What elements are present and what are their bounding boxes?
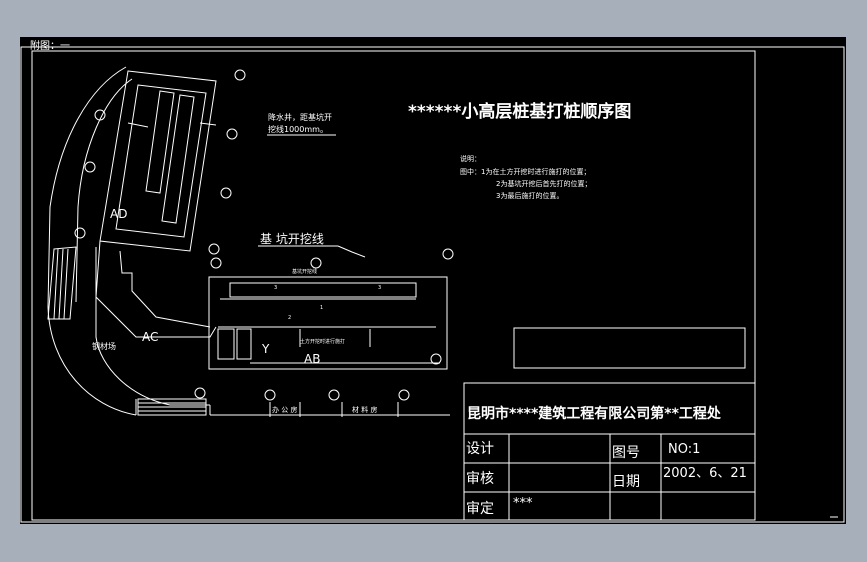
legend-line3: 3为最后施打的位置。 bbox=[496, 191, 563, 200]
drawing-canvas: 附图：一 ******小高层桩基打桩顺序图 降水井，距基坑开 挖线1000mm。… bbox=[20, 39, 845, 523]
date-label: 日期 bbox=[612, 474, 640, 490]
legend-header: 说明： bbox=[460, 154, 481, 163]
review-label: 审核 bbox=[466, 471, 494, 487]
excavation-label-small: 基坑开挖线 bbox=[292, 268, 317, 275]
zone-label-ab: AB bbox=[304, 352, 320, 366]
ad-pile-row-right bbox=[161, 94, 195, 224]
building-ab bbox=[208, 276, 448, 370]
legend-line2: 2为基坑开挖后首先打的位置； bbox=[496, 179, 591, 188]
zone-label-y: Y bbox=[261, 342, 270, 356]
title-block: 昆明市****建筑工程有限公司第**工程处 设计 审核 审定 图号 日期 NO:… bbox=[463, 382, 756, 521]
attachment-label: 附图：一 bbox=[30, 39, 70, 52]
well bbox=[220, 187, 232, 199]
zone-label-ac: AC bbox=[142, 330, 158, 344]
well bbox=[430, 353, 442, 365]
stamp-box bbox=[513, 327, 746, 369]
ab-room-2 bbox=[236, 328, 252, 360]
inner-frame bbox=[31, 50, 756, 521]
cad-viewport[interactable]: 附图：一 ******小高层桩基打桩顺序图 降水井，距基坑开 挖线1000mm。… bbox=[20, 37, 846, 524]
hatch-2 bbox=[58, 248, 64, 320]
ad-pile-row-left bbox=[145, 90, 175, 194]
well bbox=[208, 243, 220, 255]
steel-yard-label: 钢材场 bbox=[92, 341, 116, 351]
drawing-no-value: NO:1 bbox=[668, 442, 700, 457]
seq-marker-3b: 3 bbox=[378, 285, 381, 291]
well bbox=[328, 389, 340, 401]
approve-label: 审定 bbox=[466, 501, 494, 517]
well bbox=[234, 69, 246, 81]
seq-marker-1: 1 bbox=[320, 305, 323, 311]
building-ac-outline bbox=[95, 240, 217, 338]
ab-room-1 bbox=[217, 328, 235, 360]
design-label: 设计 bbox=[466, 441, 494, 457]
excavation-label: 基 坑开挖线 bbox=[260, 231, 324, 246]
well bbox=[74, 227, 86, 239]
seq-marker-3a: 3 bbox=[274, 285, 277, 291]
building-ac-inner bbox=[119, 250, 211, 328]
material-room-label: 材 料 房 bbox=[352, 405, 377, 414]
seq-marker-2: 2 bbox=[288, 315, 291, 321]
well bbox=[94, 109, 106, 121]
well bbox=[442, 248, 454, 260]
hatch-3 bbox=[63, 248, 69, 320]
approver-value: *** bbox=[513, 496, 533, 511]
dewatering-wells bbox=[74, 69, 454, 401]
well bbox=[226, 128, 238, 140]
office-label: 办 公 房 bbox=[272, 405, 297, 414]
ab-pile-row-top bbox=[229, 282, 417, 298]
ab-note: 土方开挖时进行施打 bbox=[300, 338, 345, 345]
building-ad-inner bbox=[115, 84, 207, 238]
well bbox=[264, 389, 276, 401]
drawing-no-label: 图号 bbox=[612, 445, 640, 461]
hatch-1 bbox=[53, 248, 59, 320]
dewater-note-line1: 降水井，距基坑开 bbox=[268, 112, 332, 122]
dewater-note-line2: 挖线1000mm。 bbox=[268, 124, 328, 134]
site-boundary-inner bbox=[75, 78, 133, 303]
road-inner-curve bbox=[95, 247, 210, 406]
legend-line1: 图中：1为在土方开挖时进行施打的位置； bbox=[460, 167, 590, 176]
well bbox=[210, 257, 222, 269]
drawing-title: ******小高层桩基打桩顺序图 bbox=[408, 101, 631, 122]
well bbox=[194, 387, 206, 399]
building-ad bbox=[99, 70, 217, 252]
zone-label-ad: AD bbox=[110, 207, 127, 221]
well bbox=[310, 257, 322, 269]
site-boundary-outer bbox=[47, 66, 137, 416]
steel-yard-hatch-block bbox=[47, 246, 77, 320]
excavation-leader bbox=[337, 245, 366, 258]
date-value: 2002、6、21 bbox=[663, 466, 747, 481]
ad-arrow-2 bbox=[199, 122, 217, 126]
well bbox=[398, 389, 410, 401]
ad-arrow-1 bbox=[127, 122, 149, 128]
well bbox=[84, 161, 96, 173]
company-name: 昆明市****建筑工程有限公司第**工程处 bbox=[467, 405, 722, 422]
outer-frame bbox=[20, 46, 845, 523]
